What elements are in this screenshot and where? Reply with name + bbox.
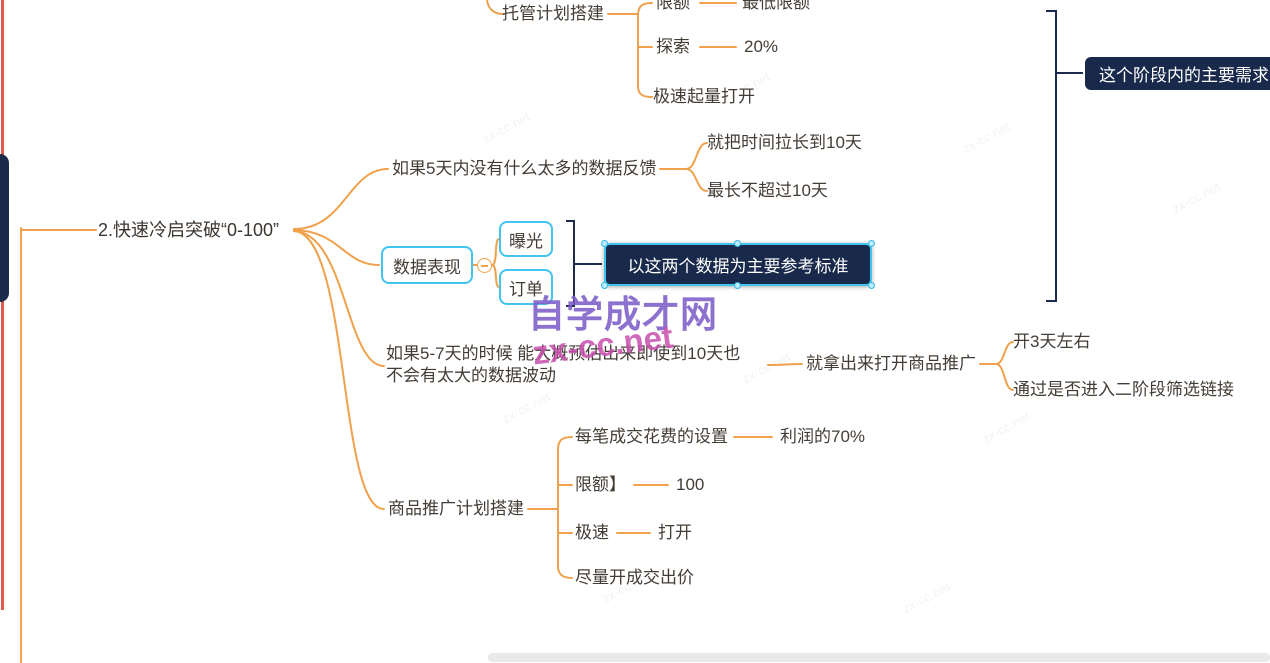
- selection-handle[interactable]: [734, 240, 741, 247]
- topic-run-3days[interactable]: 开3天左右: [1013, 332, 1091, 351]
- selection-handle[interactable]: [868, 240, 875, 247]
- topic-cost-per-deal[interactable]: 每笔成交花费的设置: [575, 427, 728, 446]
- minus-icon: [481, 264, 488, 267]
- topic-limit[interactable]: 限额: [656, 0, 690, 12]
- topic-extend-10days[interactable]: 就把时间拉长到10天: [707, 133, 862, 152]
- topic-open-product-promo[interactable]: 就拿出来打开商品推广: [806, 354, 976, 373]
- summary-stage-requirement-label: 这个阶段内的主要需求: [1099, 66, 1269, 85]
- topic-exposure[interactable]: 曝光: [499, 221, 553, 257]
- watermark-brand: 自学成才网: [528, 294, 718, 335]
- topic-promo-limit-value[interactable]: 100: [676, 475, 705, 494]
- selection-handle[interactable]: [734, 282, 741, 289]
- topic-deal-bidding[interactable]: 尽量开成交出价: [575, 568, 694, 587]
- summary-reference-metrics-label: 以这两个数据为主要参考标准: [627, 257, 849, 276]
- topic-explore-value[interactable]: 20%: [744, 37, 779, 56]
- summary-stage-requirement[interactable]: 这个阶段内的主要需求: [1085, 57, 1270, 90]
- topic-57day-estimate[interactable]: 如果5-7天的时候 能大概预估出来即使到10天也 不会有太大的数据波动: [386, 344, 741, 385]
- topic-max-10days[interactable]: 最长不超过10天: [707, 181, 828, 200]
- topic-promo-fast-value[interactable]: 打开: [658, 523, 692, 542]
- selection-handle[interactable]: [601, 240, 608, 247]
- topic-fast-ramp[interactable]: 极速起量打开: [653, 87, 755, 106]
- topic-exposure-label: 曝光: [509, 231, 543, 251]
- topic-promo-fast[interactable]: 极速: [575, 523, 609, 542]
- topic-main[interactable]: 2.快速冷启突破“0-100”: [98, 220, 280, 240]
- topic-promo-limit[interactable]: 限额】: [575, 475, 626, 494]
- collapse-icon[interactable]: [477, 258, 492, 273]
- branch-lines: [20, 0, 1014, 663]
- summary-brackets: [566, 10, 1083, 307]
- parent-topic-edge[interactable]: [0, 154, 9, 302]
- left-red-guide-line: [1, 0, 4, 610]
- topic-limit-value[interactable]: 最低限额: [742, 0, 810, 12]
- topic-stage2-filter[interactable]: 通过是否进入二阶段筛选链接: [1013, 380, 1234, 399]
- summary-reference-metrics[interactable]: 以这两个数据为主要参考标准: [601, 240, 875, 289]
- selection-handle[interactable]: [601, 282, 608, 289]
- topic-data-performance[interactable]: 数据表现: [381, 246, 473, 284]
- horizontal-scrollbar-thumb[interactable]: [488, 653, 1270, 662]
- topic-orders[interactable]: 订单: [499, 269, 553, 305]
- selection-handle[interactable]: [868, 282, 875, 289]
- topic-5day-feedback[interactable]: 如果5天内没有什么太多的数据反馈: [392, 159, 657, 178]
- topic-orders-label: 订单: [509, 279, 543, 299]
- topic-cost-per-deal-value[interactable]: 利润的70%: [780, 427, 866, 446]
- topic-promo-plan[interactable]: 商品推广计划搭建: [388, 499, 524, 518]
- topic-explore[interactable]: 探索: [656, 37, 690, 56]
- topic-data-performance-label: 数据表现: [393, 257, 461, 277]
- topic-hosted-plan[interactable]: 托管计划搭建: [502, 4, 604, 23]
